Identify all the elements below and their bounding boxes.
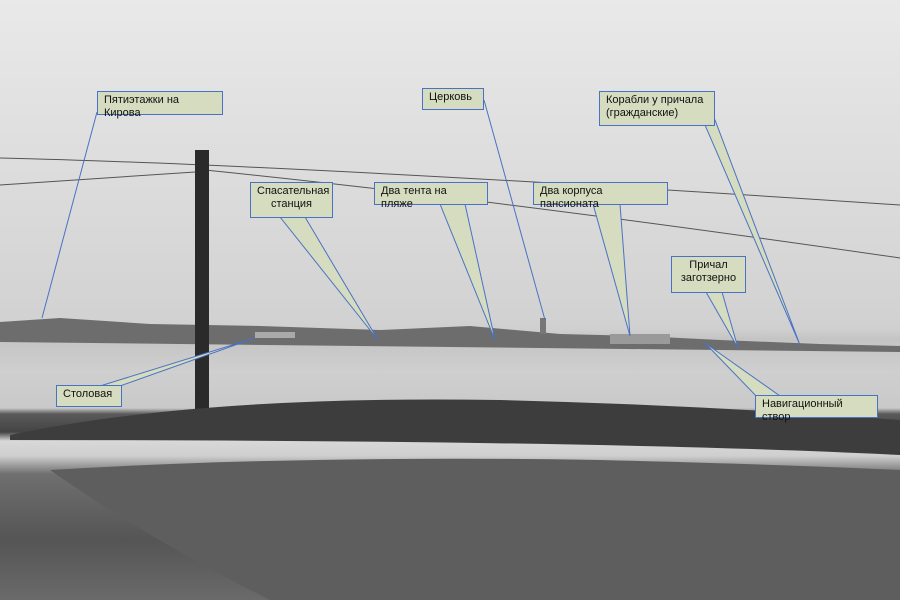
- callout-text: Два корпуса пансионата: [540, 185, 603, 210]
- power-wires: [0, 157, 900, 259]
- callout-text: станция: [270, 198, 312, 210]
- grass-far: [10, 399, 900, 455]
- callout-text: Пятиэтажки на Кирова: [104, 94, 180, 119]
- callout-text: (гражданские): [606, 107, 679, 119]
- callout-stolovaya: Столовая: [56, 385, 122, 407]
- callout-pyatietazhki: Пятиэтажки на Кирова: [97, 91, 223, 119]
- callout-text: заготзерно: [680, 272, 737, 284]
- callout-text: Столовая: [63, 388, 113, 400]
- callout-text: Причал: [689, 259, 728, 271]
- callout-text: Два тента на пляже: [381, 185, 447, 210]
- callout-pansionat: Два корпуса пансионата: [533, 182, 668, 210]
- callout-text: Церковь: [429, 91, 473, 103]
- grass-near: [50, 458, 900, 600]
- wooden-pole: [195, 150, 209, 435]
- callout-stvor: Навигационный створ: [755, 395, 878, 423]
- callout-tenty: Два тента на пляже: [374, 182, 488, 210]
- callout-tserkov: Церковь: [422, 88, 484, 110]
- callout-text: Спасательная: [257, 185, 330, 197]
- callout-korabli: Корабли у причала(гражданские): [599, 91, 715, 126]
- callout-text: Корабли у причала: [606, 94, 704, 106]
- callout-text: Навигационный створ: [762, 398, 843, 423]
- shoreline-town: [0, 318, 900, 352]
- callout-pointers: [41, 99, 801, 401]
